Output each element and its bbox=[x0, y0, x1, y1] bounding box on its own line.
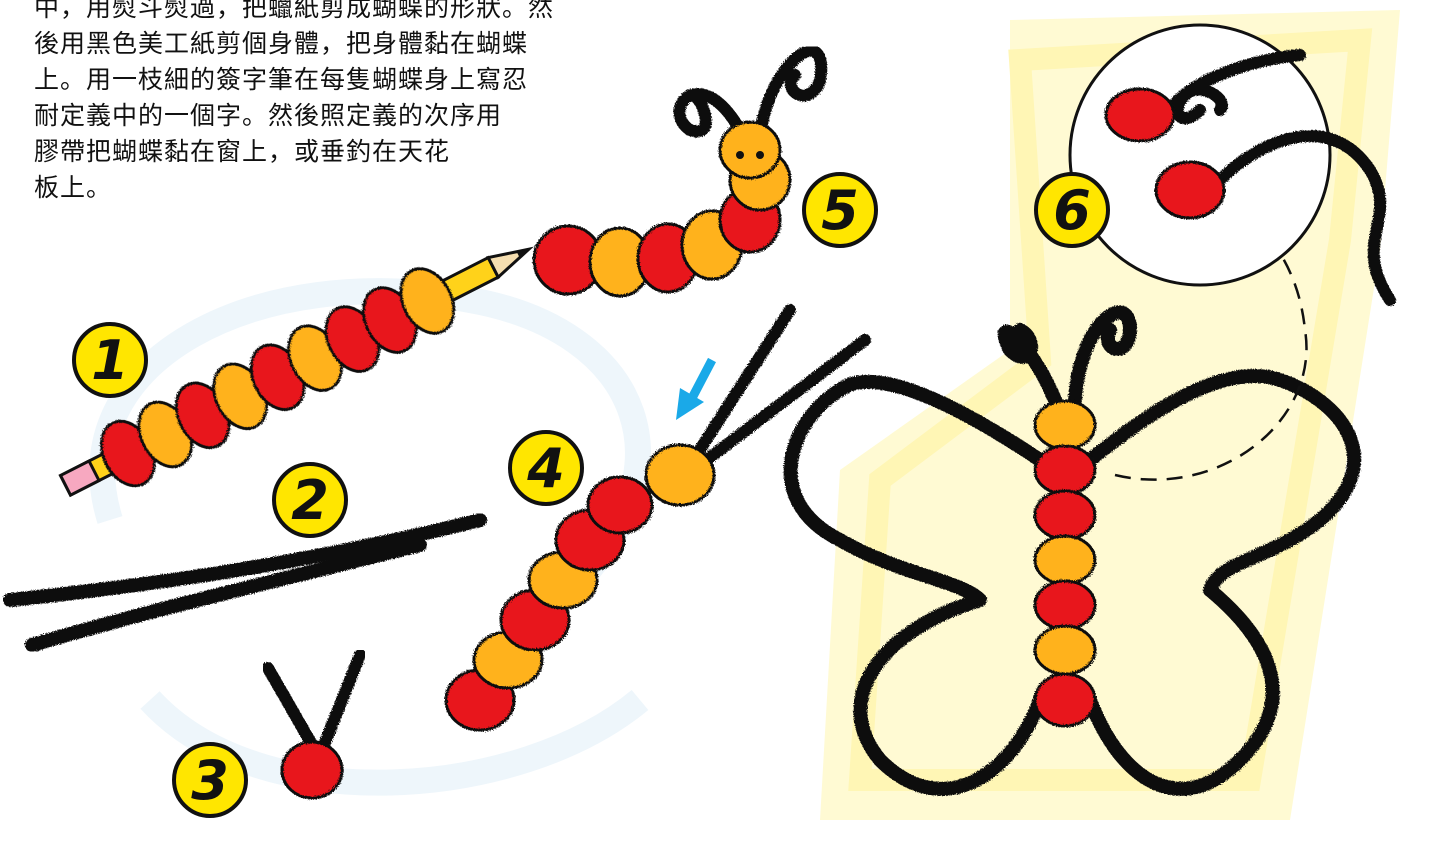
dashed-leader-line bbox=[1114, 224, 1308, 481]
butterfly-upper-right-wing bbox=[1083, 369, 1361, 597]
step-badge-1: 1 bbox=[72, 322, 148, 398]
instruction-line: 上。用一枝細的簽字筆在每隻蝴蝶身上寫忍 bbox=[34, 65, 529, 94]
down-left-arrow-icon bbox=[676, 357, 716, 420]
instruction-line: 後用黑色美工紙剪個身體，把身體黏在蝴蝶 bbox=[34, 29, 529, 58]
step-6-butterfly bbox=[783, 214, 1361, 796]
step-badge-4: 4 bbox=[508, 430, 584, 506]
step-1-pencil-with-beads bbox=[58, 246, 534, 498]
instruction-line: 耐定義中的一個字。然後照定義的次序用 bbox=[34, 101, 503, 130]
instruction-line: 中，用熨斗熨過，把蠟紙剪成蝴蝶的形狀。然 bbox=[34, 0, 555, 22]
instruction-line: 膠帶把蝴蝶黏在窗上，或垂釣在天花 bbox=[34, 137, 451, 166]
step-badge-5: 5 bbox=[802, 172, 878, 248]
butterfly-lower-left-wing bbox=[853, 593, 1047, 796]
instructions-text-block: 中，用熨斗熨過，把蠟紙剪成蝴蝶的形狀。然 後用黑色美工紙剪個身體，把身體黏在蝴蝶… bbox=[34, 0, 654, 206]
step-badge-3: 3 bbox=[172, 742, 248, 818]
step-4-bead-column bbox=[444, 304, 871, 732]
step-badge-6: 6 bbox=[1034, 172, 1110, 248]
detail-inset bbox=[1068, 23, 1396, 306]
step-2-pipe-cleaners bbox=[3, 513, 487, 652]
step-5-caterpillar bbox=[532, 45, 828, 298]
caterpillar-face bbox=[736, 151, 764, 159]
instruction-line: 板上。 bbox=[34, 173, 113, 202]
step-3-bead-with-antennae bbox=[262, 649, 366, 800]
butterfly-upper-left-wing bbox=[783, 374, 1047, 607]
butterfly-lower-right-wing bbox=[1083, 583, 1280, 796]
step-badge-2: 2 bbox=[272, 462, 348, 538]
